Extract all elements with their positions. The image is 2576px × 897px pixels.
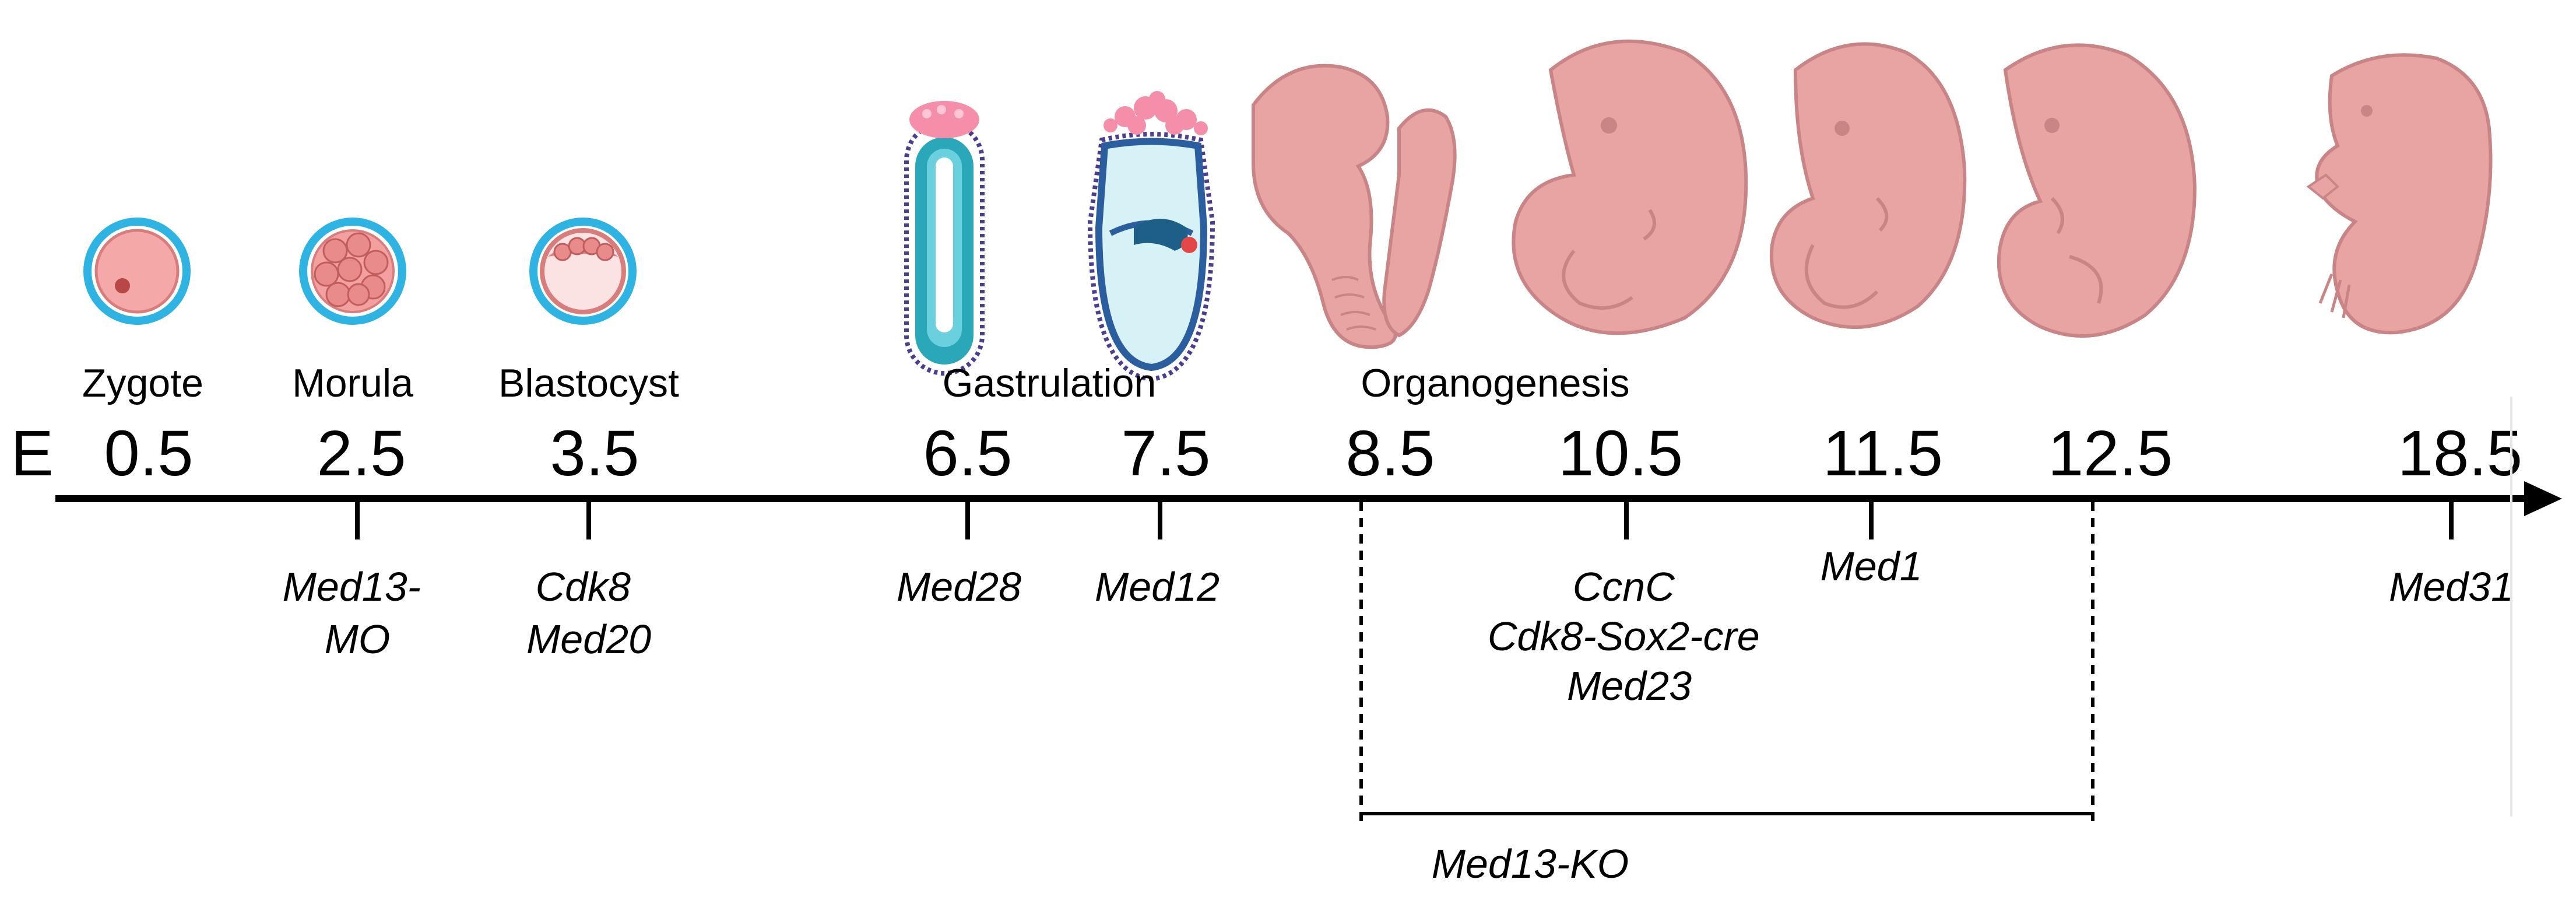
embryo-e12-5-illustration	[1997, 43, 2197, 338]
stage-labels: Zygote Morula Blastocyst Gastrulation Or…	[82, 361, 1630, 405]
gene-line: Med1	[1820, 544, 1922, 589]
stage-label-morula: Morula	[292, 361, 413, 405]
med13-ko-range-bracket: Med13-KO	[1359, 502, 2094, 887]
zygote-illustration	[83, 218, 191, 325]
axis-arrowhead	[2524, 481, 2562, 516]
gene-line: Med13-	[283, 564, 421, 609]
gene-line: Med12	[1095, 564, 1220, 609]
embryo-e10-5-illustration	[1512, 39, 1748, 335]
timeline-labels: E 0.5 2.5 3.5 6.5 7.5 8.5 10.5 11.5 12.5…	[10, 418, 2522, 489]
timeline-prefix-e: E	[10, 418, 53, 489]
egg-cylinder-e6-5-illustration	[904, 101, 985, 376]
gene-line: CcnC	[1573, 564, 1675, 609]
tick-label-3-5: 3.5	[550, 418, 639, 489]
morula-illustration	[299, 218, 406, 325]
timeline-axis	[55, 397, 2562, 817]
gene-labels: Med13- MO Cdk8 Med20 Med28 Med12 CcnC Cd…	[283, 544, 2514, 709]
gene-line: Cdk8	[536, 564, 631, 609]
tick-label-0-5: 0.5	[104, 418, 194, 489]
tick-label-8-5: 8.5	[1346, 418, 1435, 489]
tick-label-18-5: 18.5	[2398, 418, 2522, 489]
tick-label-12-5: 12.5	[2048, 418, 2173, 489]
gene-label-med31: Med31	[2389, 564, 2514, 609]
gene-line: Med20	[526, 616, 651, 662]
embryo-e11-5-illustration	[1769, 42, 1967, 329]
gene-label-med13-mo: Med13- MO	[283, 564, 433, 662]
gene-label-med28: Med28	[897, 564, 1021, 609]
blastocyst-illustration	[529, 218, 637, 325]
gene-line: Med23	[1567, 663, 1692, 709]
gene-label-med12: Med12	[1095, 564, 1220, 609]
embryo-e8-5-illustration	[1252, 64, 1457, 349]
gene-line: Med28	[897, 564, 1021, 609]
stage-label-gastrulation: Gastrulation	[943, 361, 1157, 405]
gene-line: MO	[325, 616, 391, 662]
gene-line: Cdk8-Sox2-cre	[1488, 614, 1760, 659]
embryo-illustrations	[83, 39, 2493, 382]
embryo-e18-5-illustration	[2306, 53, 2493, 335]
tick-label-6-5: 6.5	[923, 418, 1013, 489]
tick-label-2-5: 2.5	[317, 418, 406, 489]
tick-label-7-5: 7.5	[1122, 418, 1211, 489]
gene-label-med1: Med1	[1820, 544, 1922, 589]
tick-label-11-5: 11.5	[1823, 418, 1943, 489]
stage-label-blastocyst: Blastocyst	[498, 361, 679, 405]
gene-label-cdk8-med20: Cdk8 Med20	[526, 564, 651, 662]
gene-line: Med31	[2389, 564, 2514, 609]
stage-label-zygote: Zygote	[82, 361, 203, 405]
tick-label-10-5: 10.5	[1558, 418, 1683, 489]
range-label: Med13-KO	[1432, 841, 1629, 887]
egg-cylinder-e7-5-illustration	[1087, 91, 1215, 382]
stage-label-organogenesis: Organogenesis	[1361, 361, 1629, 405]
gene-label-ccnc-cdk8-med23: CcnC Cdk8-Sox2-cre Med23	[1488, 564, 1771, 709]
